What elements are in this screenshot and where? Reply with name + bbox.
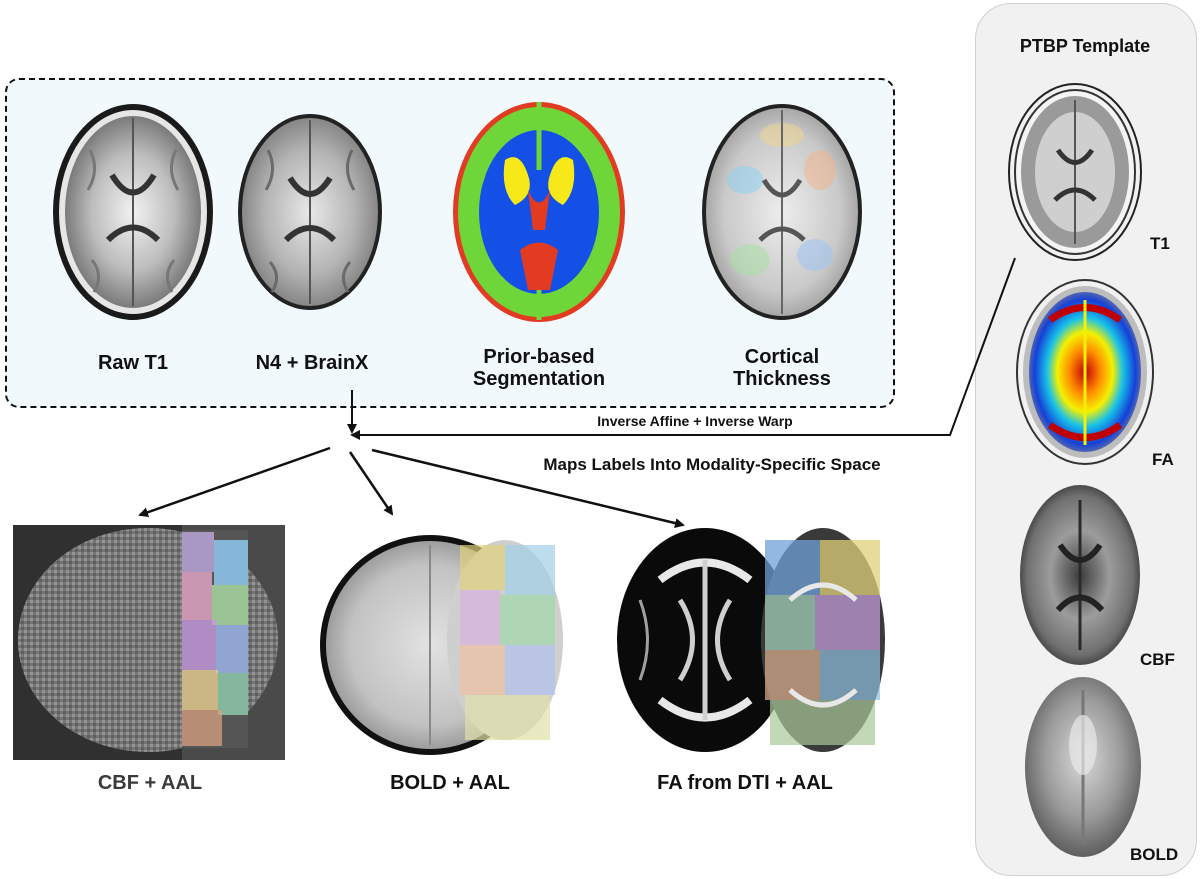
cortical-thickness-brain-icon — [702, 104, 862, 320]
segmentation-brain-icon — [453, 102, 625, 322]
template-label-t1: T1 — [1150, 234, 1170, 253]
maps-labels-label: Maps Labels Into Modality-Specific Space — [543, 455, 881, 474]
n4-brain-icon — [238, 114, 382, 310]
stage-label-n4: N4 + BrainX — [255, 352, 369, 374]
template-label-bold: BOLD — [1130, 845, 1179, 864]
stage-label-cortical-thickness: Cortical Thickness — [733, 346, 831, 391]
template-label-cbf: CBF — [1140, 650, 1175, 669]
fa-aal-brain-icon — [617, 528, 885, 752]
modality-label-cbf: CBF + AAL — [97, 772, 203, 794]
bold-aal-brain-icon — [320, 535, 563, 755]
template-cbf-brain-icon — [1020, 485, 1140, 665]
template-bold-brain-icon — [1025, 677, 1141, 857]
modality-label-bold: BOLD + AAL — [390, 772, 510, 794]
template-label-fa: FA — [1152, 450, 1174, 469]
cbf-aal-brain-icon — [13, 525, 285, 760]
template-t1-brain-icon — [1008, 83, 1142, 261]
template-fa-brain-icon — [1016, 279, 1154, 465]
modality-label-fa: FA from DTI + AAL — [657, 772, 833, 794]
raw-t1-brain-icon — [53, 104, 213, 320]
inverse-transform-label: Inverse Affine + Inverse Warp — [597, 413, 793, 429]
template-title: PTBP Template — [1019, 36, 1151, 56]
stage-label-raw-t1: Raw T1 — [97, 352, 169, 374]
stage-label-segmentation: Prior-based Segmentation — [472, 346, 606, 391]
